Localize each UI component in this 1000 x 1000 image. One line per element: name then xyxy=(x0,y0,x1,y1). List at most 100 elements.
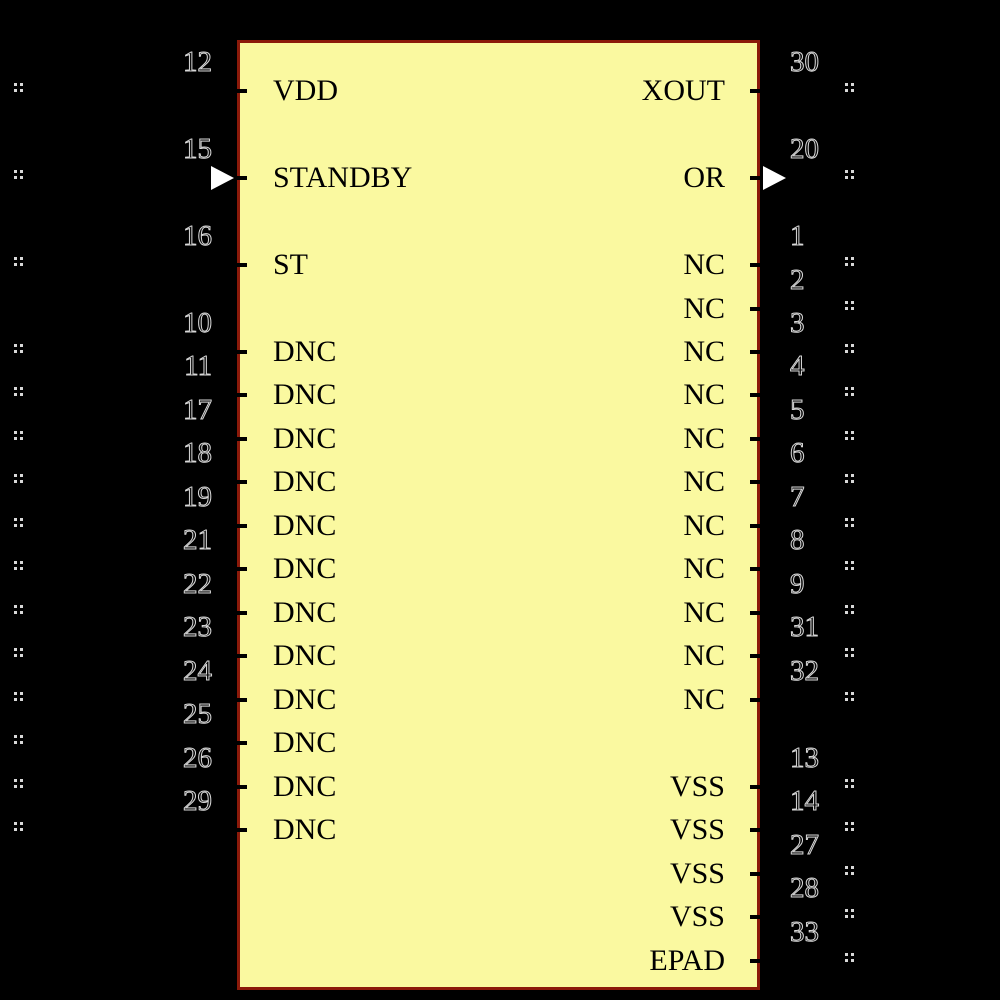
pin-stub-16 xyxy=(236,263,247,267)
pin-number-slot-22: 22 xyxy=(0,569,213,614)
pin-stub-21 xyxy=(236,567,247,571)
pin-number-slot-28: 28 xyxy=(790,872,1000,918)
pin-number-11: 11 xyxy=(184,350,213,382)
pin-number-9: 9 xyxy=(790,568,805,600)
pin-label-vss-13: VSS xyxy=(669,770,725,803)
pin-label-nc-3: NC xyxy=(683,335,725,368)
pin-label-dnc-21: DNC xyxy=(273,552,337,585)
pin-stub-8 xyxy=(750,567,761,571)
pin-stub-19 xyxy=(236,524,247,528)
pin-stub-4 xyxy=(750,393,761,397)
pin-label-standby-15: STANDBY xyxy=(273,161,413,194)
pin-number-slot-24: 24 xyxy=(0,656,213,701)
pin-number-23: 23 xyxy=(183,611,213,643)
pin-dot-marker-24 xyxy=(14,692,23,701)
pin-label-nc-9: NC xyxy=(683,596,725,629)
pin-number-2: 2 xyxy=(790,264,805,296)
pin-number-slot-29: 29 xyxy=(0,786,213,831)
pin-stub-32 xyxy=(750,698,761,702)
output-arrow-icon-20 xyxy=(763,166,786,190)
pin-label-nc-2: NC xyxy=(683,292,725,325)
pin-stub-14 xyxy=(750,828,761,832)
pin-number-21: 21 xyxy=(183,524,213,556)
pin-label-dnc-10: DNC xyxy=(273,335,337,368)
pin-stub-7 xyxy=(750,524,761,528)
pin-stub-3 xyxy=(750,350,761,354)
pin-label-nc-4: NC xyxy=(683,378,725,411)
pin-stub-29 xyxy=(236,828,247,832)
pin-number-slot-16: 16 xyxy=(0,220,213,266)
pin-number-30: 30 xyxy=(790,46,820,78)
pin-dot-marker-11 xyxy=(14,387,23,396)
pin-number-slot-15: 15 xyxy=(0,134,213,179)
pin-number-slot-30: 30 xyxy=(790,46,1000,92)
pin-number-5: 5 xyxy=(790,394,805,426)
pin-number-14: 14 xyxy=(790,785,820,817)
pin-dot-marker-32 xyxy=(845,692,854,701)
pin-stub-30 xyxy=(750,89,761,93)
pin-number-slot-14: 14 xyxy=(790,785,1000,831)
pin-number-slot-33: 33 xyxy=(790,917,1000,962)
pin-number-slot-18: 18 xyxy=(0,438,213,483)
pin-stub-24 xyxy=(236,698,247,702)
pin-stub-1 xyxy=(750,263,761,267)
input-arrow-icon-15 xyxy=(211,166,234,190)
pin-label-nc-6: NC xyxy=(683,465,725,498)
pin-dot-marker-14 xyxy=(845,822,854,831)
pin-label-vss-28: VSS xyxy=(669,900,725,933)
pin-dot-marker-7 xyxy=(845,518,854,527)
pin-number-31: 31 xyxy=(790,611,820,643)
pin-number-6: 6 xyxy=(790,437,805,469)
pin-number-slot-5: 5 xyxy=(790,394,1000,440)
pin-dot-marker-30 xyxy=(845,83,854,92)
pin-stub-20 xyxy=(750,176,761,180)
pin-number-16: 16 xyxy=(183,220,213,252)
pin-label-dnc-24: DNC xyxy=(273,683,337,716)
pin-number-1: 1 xyxy=(790,220,805,252)
pin-label-vss-27: VSS xyxy=(669,857,725,890)
pin-stub-12 xyxy=(236,89,247,93)
pin-dot-marker-12 xyxy=(14,83,23,92)
pin-label-nc-1: NC xyxy=(683,248,725,281)
pin-number-slot-26: 26 xyxy=(0,743,213,788)
pin-number-slot-3: 3 xyxy=(790,308,1000,353)
pin-dot-marker-8 xyxy=(845,561,854,570)
pin-dot-marker-13 xyxy=(845,779,854,788)
pin-number-slot-19: 19 xyxy=(0,481,213,527)
pin-number-13: 13 xyxy=(790,742,820,774)
pin-dot-marker-17 xyxy=(14,431,23,440)
pin-dot-marker-10 xyxy=(14,344,23,353)
pin-dot-marker-29 xyxy=(14,822,23,831)
pin-number-slot-4: 4 xyxy=(790,350,1000,396)
pin-label-nc-31: NC xyxy=(683,639,725,672)
pin-stub-13 xyxy=(750,785,761,789)
pin-dot-marker-18 xyxy=(14,474,23,483)
pin-label-nc-7: NC xyxy=(683,509,725,542)
pin-dot-marker-6 xyxy=(845,474,854,483)
pin-number-slot-1: 1 xyxy=(790,220,1000,266)
pin-dot-marker-25 xyxy=(14,735,23,744)
pin-number-slot-23: 23 xyxy=(0,611,213,657)
pin-number-20: 20 xyxy=(790,133,820,165)
pin-dot-marker-2 xyxy=(845,301,854,310)
pin-stub-2 xyxy=(750,307,761,311)
pin-dot-marker-21 xyxy=(14,561,23,570)
pin-dot-marker-22 xyxy=(14,605,23,614)
pin-number-19: 19 xyxy=(183,481,213,513)
pin-stub-23 xyxy=(236,654,247,658)
pin-number-7: 7 xyxy=(790,481,805,513)
pin-number-28: 28 xyxy=(790,872,820,904)
pin-dot-marker-27 xyxy=(845,866,854,875)
pin-dot-marker-5 xyxy=(845,431,854,440)
pin-dot-marker-4 xyxy=(845,387,854,396)
pin-label-nc-5: NC xyxy=(683,422,725,455)
pin-number-slot-8: 8 xyxy=(790,525,1000,570)
pin-stub-25 xyxy=(236,741,247,745)
pin-dot-marker-31 xyxy=(845,648,854,657)
pin-number-4: 4 xyxy=(790,350,805,382)
pin-number-17: 17 xyxy=(183,394,213,426)
pin-stub-5 xyxy=(750,437,761,441)
